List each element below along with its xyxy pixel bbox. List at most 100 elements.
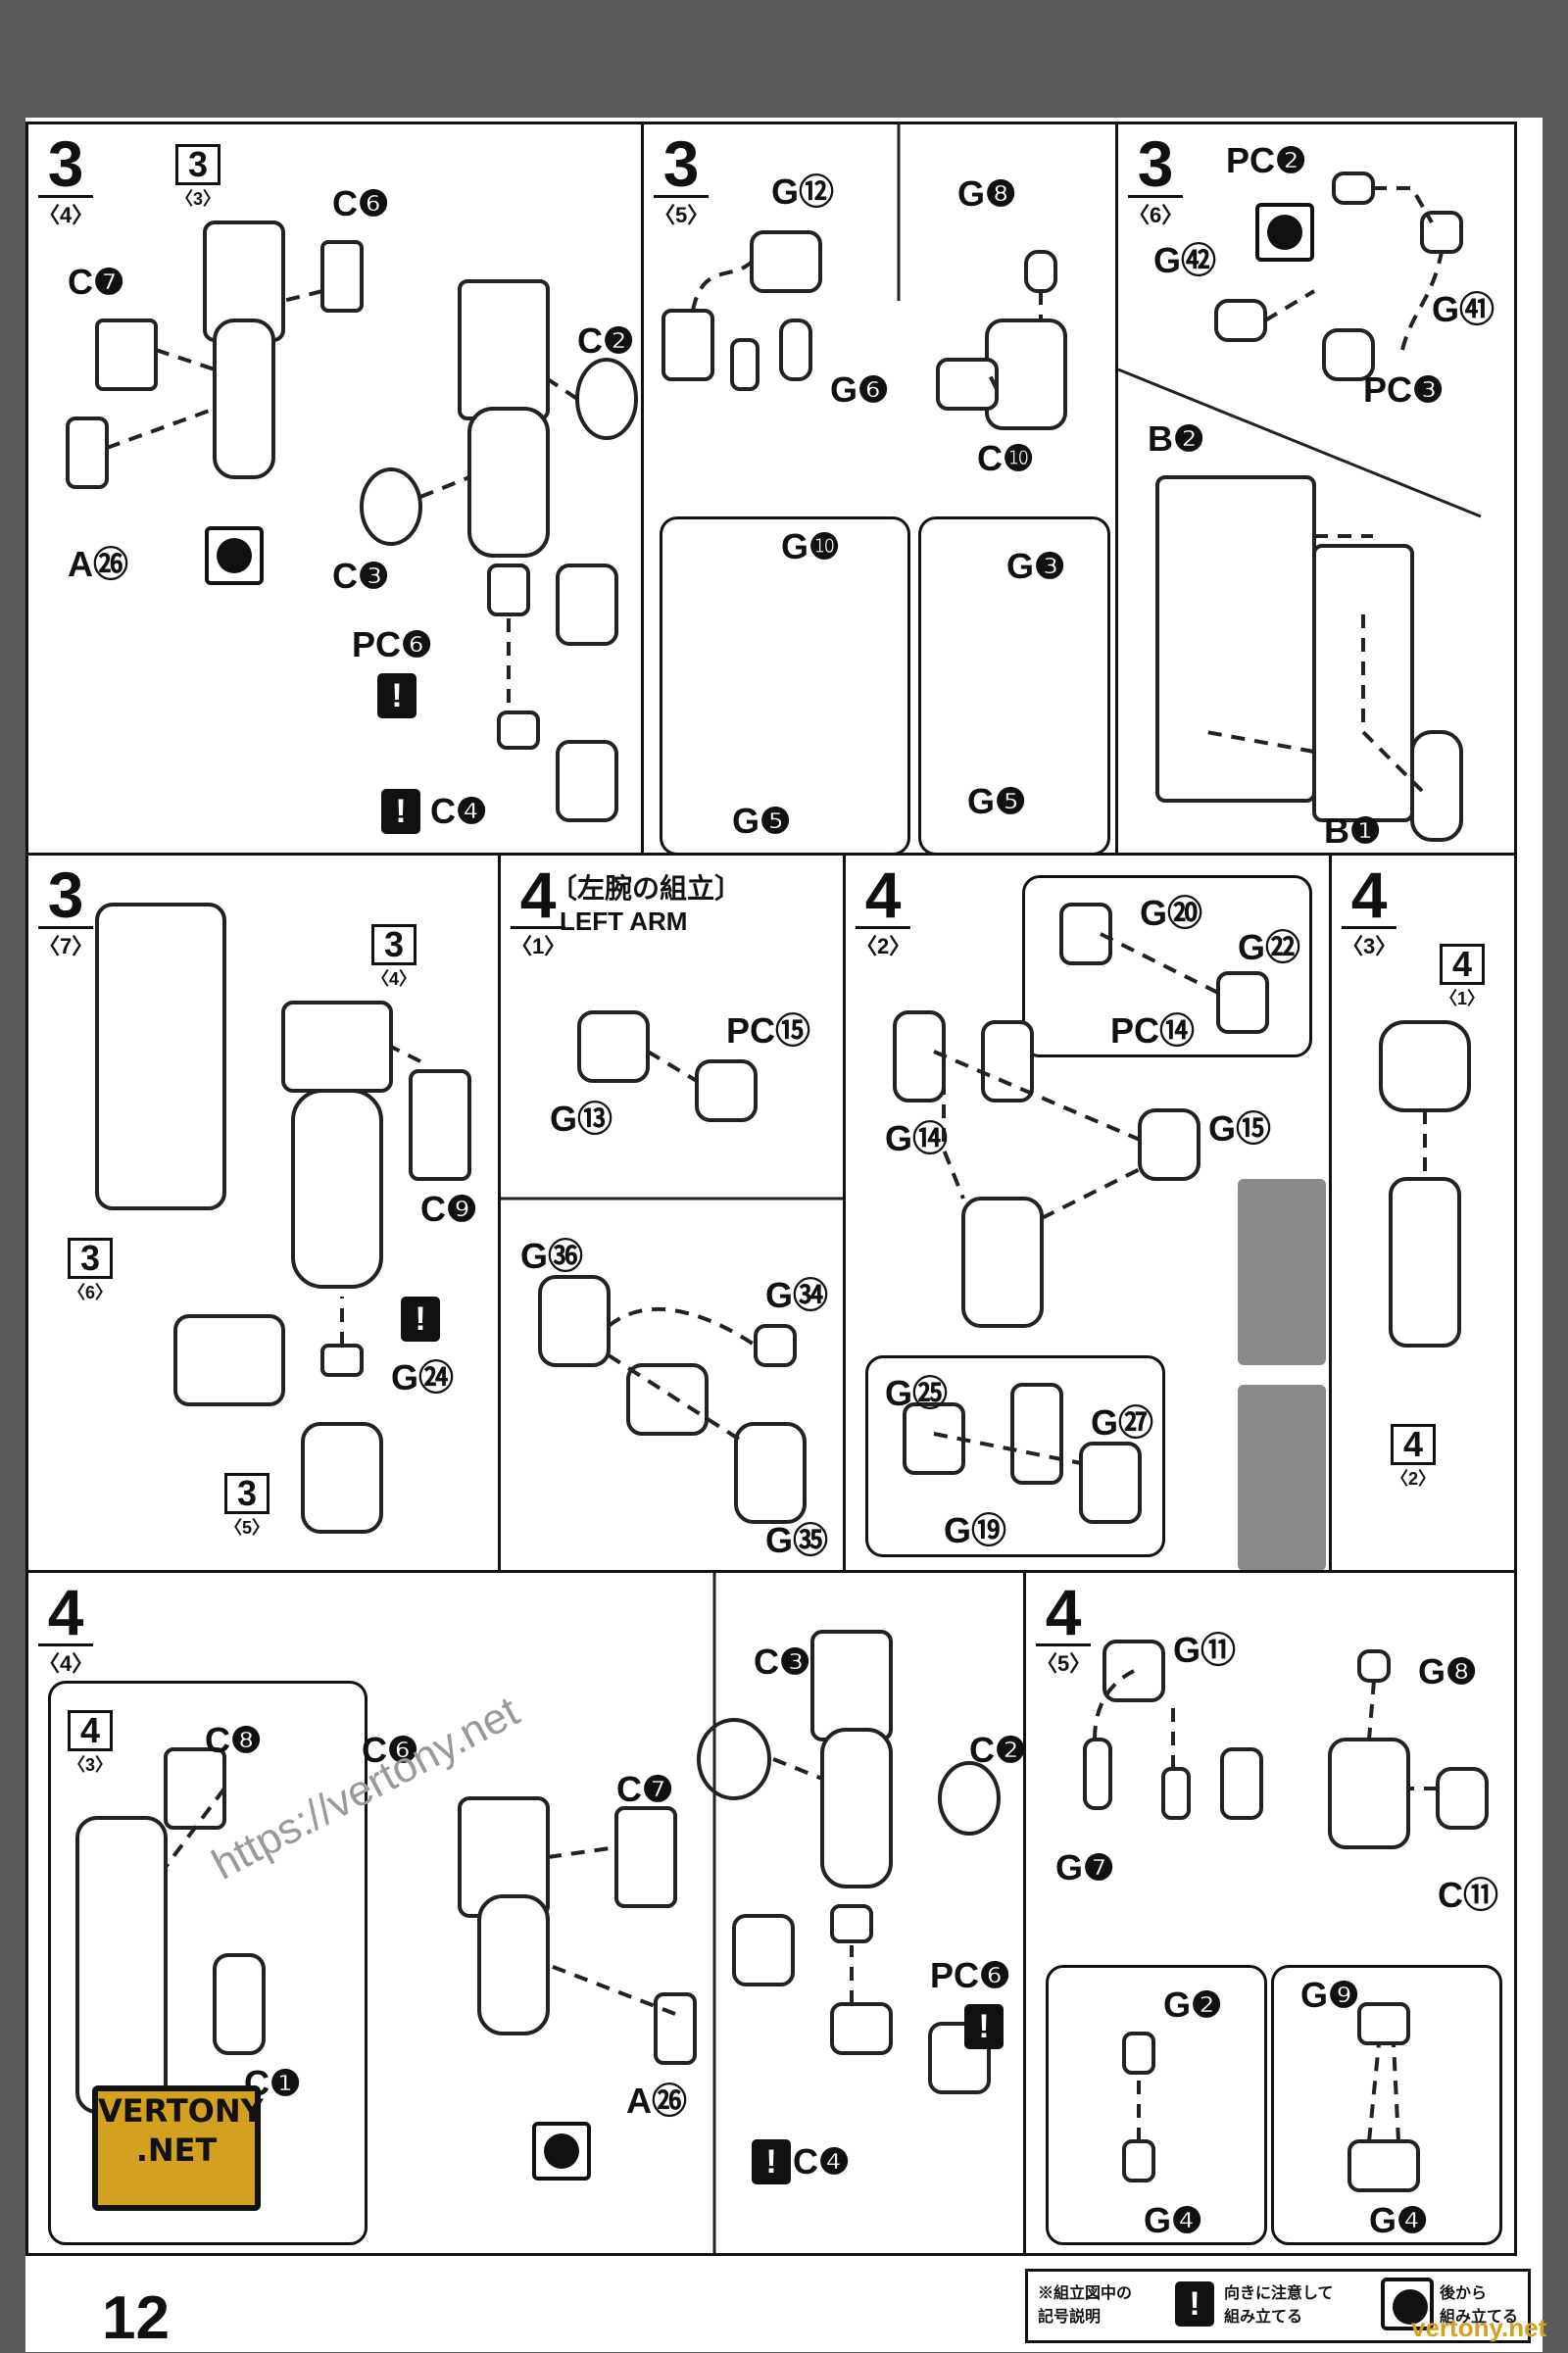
part-label-g12: G⑫ [771, 172, 835, 212]
reference-step: 4〈3〉 [68, 1710, 114, 1775]
part-label-c9: C❾ [420, 1189, 478, 1229]
part-label-g8: G❽ [957, 173, 1017, 214]
part-label-g3: G❸ [1006, 546, 1066, 586]
section-title-jp: 〔左腕の組立〕 [550, 873, 743, 904]
part-label-g4: G❹ [1369, 2200, 1429, 2240]
step-4-5-panel: 4 〈5〉 G⑪ G❽ G❼ C⑪ G❷ G❾ [1023, 1570, 1517, 2256]
step-major: 4 [519, 858, 557, 931]
step-4-1-panel: 4 〈1〉 〔左腕の組立〕 LEFT ARM PC⑮ G⑬ G㊱ G㉞ G㉟ [498, 853, 849, 1576]
part-label-a26: A㉖ [626, 2081, 687, 2121]
part-label-c4: C❹ [430, 791, 488, 831]
part-label-g41: G㊶ [1432, 289, 1495, 329]
part-label-g20: G⑳ [1140, 893, 1203, 933]
step-minor: 〈4〉 [38, 195, 94, 229]
orientation-warning-icon: ! [381, 789, 420, 834]
step-4-3-panel: 4 〈3〉 4〈1〉 4〈2〉 [1329, 853, 1517, 1576]
part-label-g14: G⑭ [885, 1118, 949, 1158]
orientation-warning-icon: ! [377, 673, 416, 718]
step-number: 4 〈4〉 [38, 1576, 94, 1678]
reference-step-top: 4〈1〉 [1440, 944, 1486, 1008]
step-major: 3 [1137, 127, 1174, 200]
part-label-g36: G㊱ [520, 1236, 584, 1276]
step-number: 4 〈1〉 [511, 858, 566, 960]
step-minor: 〈5〉 [654, 195, 710, 229]
step-major: 3 [662, 127, 700, 200]
step-major: 3 [47, 858, 84, 931]
legend-warning-text: 向きに注意して組み立てる [1224, 2285, 1334, 2326]
part-label-pc6: PC❻ [352, 624, 433, 664]
part-label-c3: C❸ [332, 556, 390, 596]
orientation-warning-icon: ! [401, 1297, 440, 1342]
part-label-g34: G㉞ [765, 1275, 829, 1315]
step-4-3-diagram [1379, 1020, 1471, 1348]
part-label-g5: G❺ [732, 801, 792, 841]
part-label-c10: C❿ [977, 438, 1035, 478]
part-label-g4: G❹ [1144, 2200, 1203, 2240]
step-4-5-diagram [1083, 1640, 1489, 2192]
legend-warning-icon: ! [1175, 2281, 1214, 2327]
section-title-en: LEFT ARM [560, 907, 688, 936]
part-label-c11: C⑪ [1438, 1875, 1498, 1915]
reference-photo-top [1238, 1179, 1326, 1365]
detail-inset-g2 [1046, 1965, 1267, 2245]
step-3-4-diagram [66, 221, 638, 822]
part-label-g8: G❽ [1418, 1651, 1478, 1691]
part-label-c8: C❽ [205, 1720, 263, 1760]
part-label-g22: G㉒ [1238, 927, 1301, 967]
part-label-g42: G㊷ [1153, 240, 1217, 280]
step-minor: 〈4〉 [38, 1643, 94, 1678]
part-label-c2: C❷ [577, 320, 635, 361]
reference-step-bottom: 3〈5〉 [224, 1473, 270, 1538]
part-label-c7: C❼ [68, 262, 125, 302]
part-label-c3: C❸ [754, 1642, 811, 1682]
step-minor: 〈2〉 [856, 926, 911, 960]
part-label-pc15: PC⑮ [726, 1010, 811, 1051]
orientation-warning-icon: ! [964, 2004, 1004, 2049]
part-label-c6: C❻ [362, 1730, 419, 1770]
step-4-1-diagram [501, 1010, 846, 1524]
part-label-c4: C❹ [793, 2141, 851, 2181]
part-label-g13: G⑬ [550, 1099, 613, 1139]
assemble-later-icon [532, 2122, 591, 2181]
legend-title: ※組立図中の記号説明 [1038, 2285, 1133, 2326]
part-label-pc6: PC❻ [930, 1955, 1011, 1995]
reference-step-left: 3〈6〉 [68, 1238, 114, 1302]
legend-assemble-later-text: 後から組み立てる [1440, 2285, 1519, 2326]
part-label-g2: G❷ [1163, 1985, 1223, 2025]
step-3-7-panel: 3 〈7〉 3〈4〉 3〈6〉 3〈5〉 C❾ G㉔ ! [25, 853, 504, 1576]
part-label-g7: G❼ [1055, 1847, 1115, 1887]
detail-inset-g10 [660, 516, 910, 856]
part-label-g11: G⑪ [1173, 1630, 1237, 1670]
part-label-g9: G❾ [1300, 1975, 1360, 2015]
part-label-pc14: PC⑭ [1110, 1010, 1196, 1051]
step-major: 3 [47, 127, 84, 200]
assemble-later-icon [205, 526, 264, 585]
step-major: 4 [864, 858, 902, 931]
step-minor: 〈7〉 [38, 926, 94, 960]
vertony-logo: VERTONY .NET [92, 2085, 264, 2211]
reference-step: 3〈3〉 [175, 144, 221, 209]
part-label-g24: G㉔ [391, 1357, 455, 1397]
step-4-2-panel: 4 〈2〉 G⑳ G㉒ PC⑭ G⑭ G⑮ G㉕ G㉗ G⑲ [843, 853, 1335, 1576]
part-label-g27: G㉗ [1091, 1402, 1154, 1443]
step-major: 4 [1350, 858, 1388, 931]
reference-photo-bottom [1238, 1385, 1326, 1571]
step-3-6-panel: 3 〈6〉 PC❷ G㊷ G㊶ PC❸ B❷ B❶ [1115, 122, 1517, 858]
part-label-g19: G⑲ [944, 1510, 1007, 1550]
part-label-pc3: PC❸ [1363, 369, 1445, 410]
part-label-c7: C❼ [616, 1769, 674, 1809]
legend-assemble-later-icon [1381, 2278, 1434, 2330]
step-number: 3 〈7〉 [38, 858, 94, 960]
step-number: 4 〈3〉 [1342, 858, 1397, 960]
corner-watermark: vertony.net [1411, 2313, 1547, 2342]
step-3-4-panel: 3 〈4〉 3〈3〉 C❻ C [25, 122, 647, 858]
step-3-6-diagram [1118, 172, 1482, 842]
step-minor: 〈5〉 [1036, 1643, 1092, 1678]
reference-step-bottom: 4〈2〉 [1391, 1424, 1437, 1489]
step-number: 4 〈5〉 [1036, 1580, 1092, 1678]
part-label-c6: C❻ [332, 183, 390, 223]
step-major: 4 [47, 1576, 84, 1648]
symbol-legend: ※組立図中の記号説明 ! 向きに注意して組み立てる 後から組み立てる [1025, 2269, 1531, 2343]
reference-step-top: 3〈4〉 [371, 924, 417, 989]
part-label-b2: B❷ [1148, 418, 1205, 459]
